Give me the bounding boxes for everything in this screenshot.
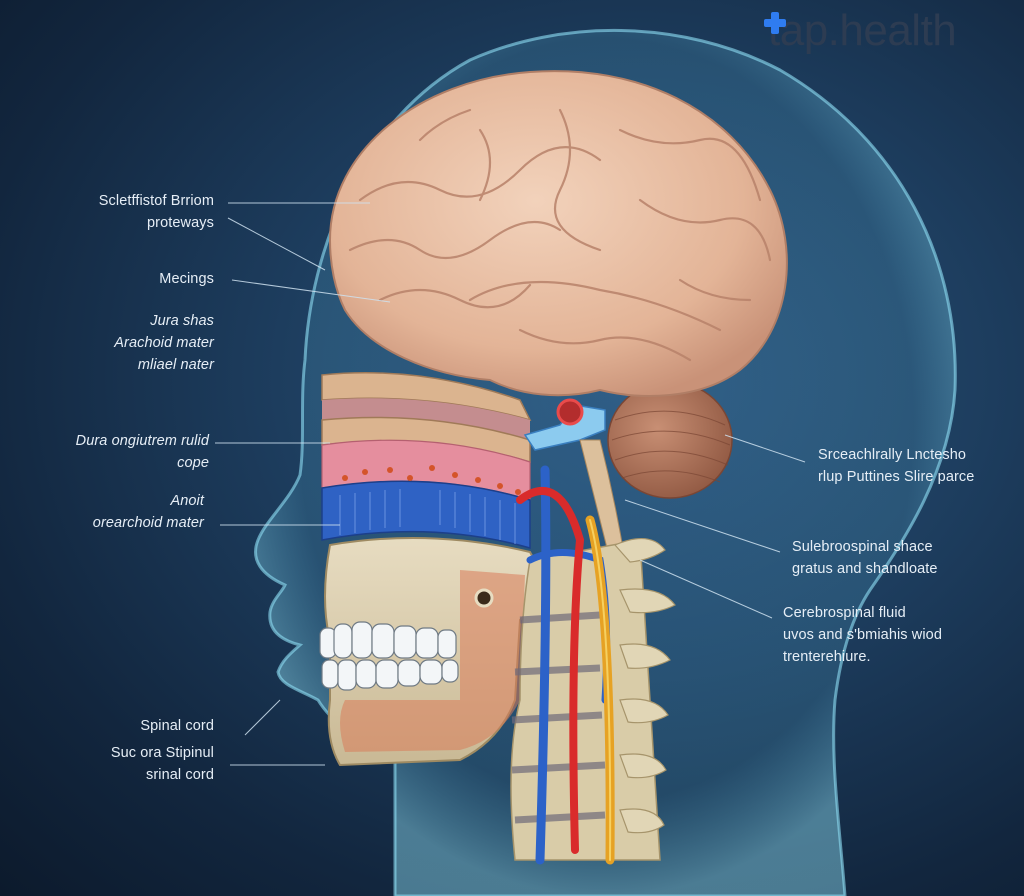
- label-line: Suc ora Stipinul: [110, 745, 214, 761]
- label-right-2: Sulebroospinal shace gratus and shandloa…: [792, 536, 938, 580]
- label-line: gratus and shandloate: [792, 561, 938, 577]
- label-left-1: Scletffistof Brriom proteways: [99, 190, 214, 234]
- label-line: mliael nater: [137, 357, 214, 373]
- label-line: Anoit: [170, 493, 204, 509]
- label-line: srinal cord: [146, 767, 214, 783]
- label-line: Arachoid mater: [114, 335, 214, 351]
- label-line: Dura ongiutrem rulid: [75, 433, 209, 449]
- blood-vessels: [516, 465, 615, 865]
- label-left-2: Mecings: [159, 268, 214, 290]
- label-left-3: Jura shas Arachoid mater mliael nater: [114, 310, 214, 376]
- skull-jaw: [319, 536, 547, 767]
- label-right-3: Cerebrospinal fluid uvos and s'bmiahis w…: [783, 602, 942, 668]
- brand-logo-text: tap.health: [768, 6, 957, 55]
- blood-vessel-junction: [523, 398, 606, 451]
- artery: [516, 487, 585, 854]
- cerebellum: [607, 381, 733, 499]
- label-line: Scletffistof Brriom: [98, 193, 214, 209]
- label-line: Srceachlrally Lnctesho: [818, 447, 967, 463]
- vein: [535, 465, 551, 865]
- label-line: Mecings: [159, 271, 214, 287]
- label-left-5: Anoit orearchoid mater: [93, 490, 204, 534]
- label-line: proteways: [147, 215, 214, 231]
- label-right-1: Srceachlrally Lnctesho rlup Puttines Sli…: [818, 444, 974, 488]
- label-line: cope: [177, 455, 209, 471]
- brain: [328, 70, 788, 397]
- label-line: Spinal cord: [140, 718, 214, 734]
- meninges-layers: [321, 372, 532, 549]
- label-line: uvos and s'bmiahis wiod: [783, 627, 943, 643]
- label-left-6: Spinal cord: [140, 715, 214, 737]
- label-line: trenterehiure.: [783, 649, 871, 665]
- label-line: orearchoid mater: [92, 515, 204, 531]
- plus-icon: [764, 12, 786, 34]
- label-line: Sulebroospinal shace: [792, 539, 933, 555]
- label-line: Cerebrospinal fluid: [783, 605, 906, 621]
- callout-lines: [215, 202, 806, 766]
- label-line: Jura shas: [150, 313, 214, 329]
- brand-logo: tap.health: [762, 6, 957, 56]
- label-left-7: Suc ora Stipinul srinal cord: [111, 742, 214, 786]
- teeth: [319, 621, 459, 691]
- label-line: rlup Puttines Slire parce: [818, 469, 975, 485]
- label-left-4: Dura ongiutrem rulid cope: [76, 430, 209, 474]
